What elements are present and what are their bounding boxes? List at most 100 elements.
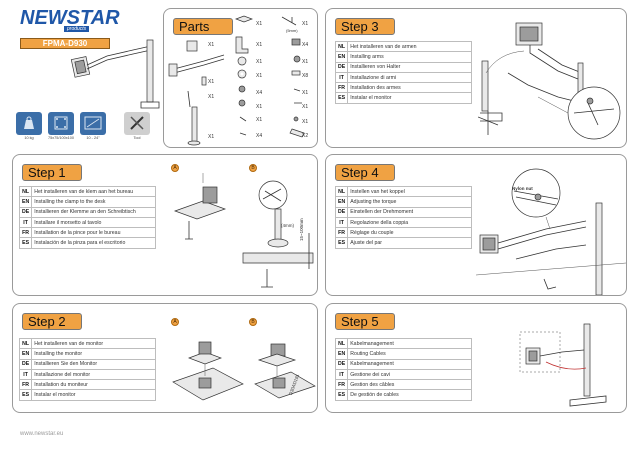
part-qty: X4	[302, 42, 309, 48]
parts-panel: Parts X1 X1 X1 (5mm) X1 X4 X1 X1 X1	[163, 8, 318, 148]
step3-illustration	[478, 22, 621, 140]
part-qty: X1	[208, 42, 215, 48]
spec-weight	[16, 112, 42, 135]
spec-tiles: 10 kg 75x75/100x100 10 - 24" Tool	[16, 112, 156, 142]
weight-icon	[24, 116, 34, 129]
option-b-badge: B	[249, 164, 257, 172]
spec-weight-label: 10 kg	[24, 136, 34, 140]
brand-logo: NEWSTAR products	[20, 7, 120, 32]
part-qty: X1	[256, 117, 263, 123]
option-a-badge: A	[171, 318, 179, 326]
step2-title: Step 2	[22, 313, 82, 330]
part-qty: X8	[302, 73, 309, 79]
part-qty: X1	[208, 134, 215, 140]
step5-illustration	[519, 323, 607, 407]
step3-title: Step 3	[335, 18, 395, 35]
step4-illustration	[476, 168, 626, 295]
spec-tools	[124, 112, 150, 135]
part-qty: X1	[302, 90, 309, 96]
part-qty: X1	[208, 94, 215, 100]
parts-title: Parts	[173, 18, 233, 35]
part-qty: X4	[256, 133, 263, 139]
step4-title: Step 4	[335, 164, 395, 181]
product-illustration	[70, 39, 160, 109]
spec-screen	[80, 112, 106, 135]
spec-screen-label: 10 - 24"	[86, 136, 100, 140]
step2-illustration	[172, 341, 316, 401]
logo-wordmark: NEWSTAR	[20, 7, 120, 29]
hex-key-size-label: (4mm)	[281, 223, 294, 228]
spec-vesa	[48, 112, 74, 135]
tools-icon	[130, 116, 144, 130]
model-label: FPMA-D930	[20, 38, 110, 49]
nylon-nut-label: Nylon nut	[512, 186, 533, 191]
part-qty-note: (5mm)	[286, 28, 298, 33]
part-qty: X2	[302, 133, 309, 139]
spec-tools-label: Tool	[133, 136, 141, 140]
part-qty: X1	[302, 21, 309, 27]
brand-area: NEWSTAR products FPMA-D930 10 kg 75x75/1…	[12, 6, 162, 146]
parts-illustrations	[168, 15, 305, 146]
vesa-icon	[54, 116, 68, 130]
part-qty: X1	[256, 73, 263, 79]
part-qty: X1	[208, 79, 215, 85]
screen-size-icon	[84, 116, 102, 130]
part-qty: X4	[256, 90, 263, 96]
part-qty: X1	[302, 59, 309, 65]
logo-subtitle: products	[64, 26, 90, 32]
part-qty: X1	[302, 119, 309, 125]
desk-thickness-label: 15~100mm	[299, 218, 304, 241]
step1-illustration	[173, 173, 314, 288]
footer-website[interactable]: www.newstar.eu	[20, 431, 64, 437]
part-qty: X1	[256, 21, 263, 27]
step5-title: Step 5	[335, 313, 395, 330]
option-a-badge: A	[171, 164, 179, 172]
part-qty: X1	[256, 59, 263, 65]
part-qty: X1	[256, 42, 263, 48]
option-b-badge: B	[249, 318, 257, 326]
spec-vesa-label: 75x75/100x100	[48, 136, 74, 140]
step1-title: Step 1	[22, 164, 82, 181]
part-qty: X1	[302, 104, 309, 110]
